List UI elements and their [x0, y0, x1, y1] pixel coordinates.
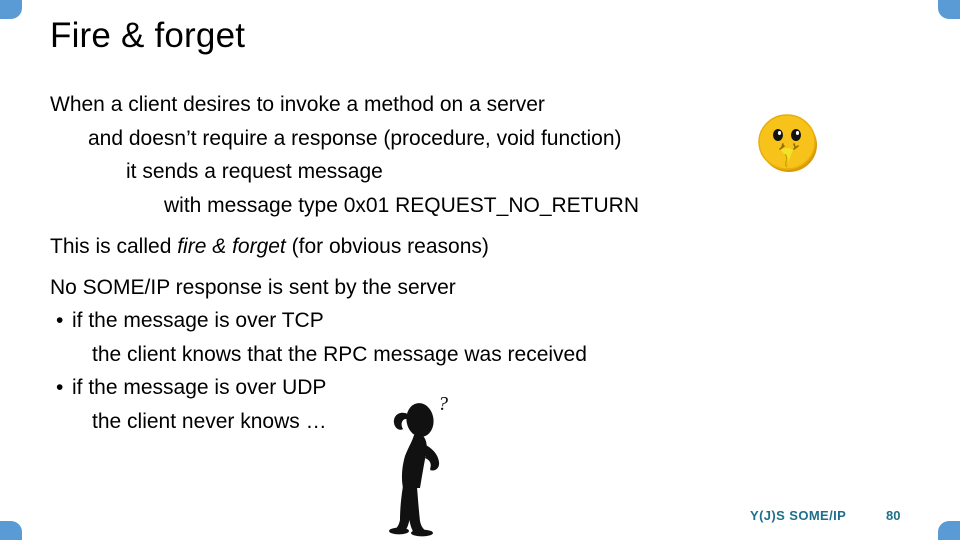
slide-body: When a client desires to invoke a method… [50, 88, 810, 438]
body-line-fire-and-forget: This is called fire & forget (for obviou… [50, 230, 810, 264]
bullet-item-tcp-label: if the message is over TCP [72, 309, 324, 332]
bullet-item-udp: • if the message is over UDP [50, 371, 810, 405]
bullet-item-udp-sub: the client never knows … [92, 409, 327, 433]
body-line-2: and doesn’t require a response (procedur… [88, 126, 622, 150]
bullet-dot-icon: • [56, 376, 64, 399]
whistling-face-emoji [756, 112, 820, 174]
fire-forget-italic: fire & forget [177, 235, 286, 258]
body-line-1: When a client desires to invoke a method… [50, 93, 545, 116]
body-line-no-response: No SOME/IP response is sent by the serve… [50, 275, 456, 299]
footer-page-number: 80 [886, 508, 901, 523]
corner-accent-bottom-left [0, 521, 22, 540]
corner-accent-top-right [938, 0, 960, 19]
bullet-item-udp-label: if the message is over UDP [72, 376, 327, 399]
corner-accent-top-left [0, 0, 22, 19]
corner-accent-bottom-right [938, 521, 960, 540]
body-line-4: with message type 0x01 REQUEST_NO_RETURN [164, 193, 639, 217]
spacer-2 [50, 264, 810, 271]
spacer-1 [50, 222, 810, 230]
thinking-person-silhouette: ? [372, 392, 472, 540]
question-mark-glyph: ? [438, 393, 448, 415]
body-line-3: it sends a request message [126, 160, 383, 183]
bullet-item-tcp: • if the message is over TCP [50, 304, 810, 338]
slide-title: Fire & forget [50, 16, 246, 55]
bullet-dot-icon: • [56, 309, 64, 332]
bullet-item-tcp-sub: the client knows that the RPC message wa… [92, 342, 587, 366]
footer-label: Y(J)S SOME/IP [750, 508, 847, 523]
fire-forget-suffix: (for obvious reasons) [285, 235, 489, 258]
fire-forget-prefix: This is called [50, 235, 178, 258]
